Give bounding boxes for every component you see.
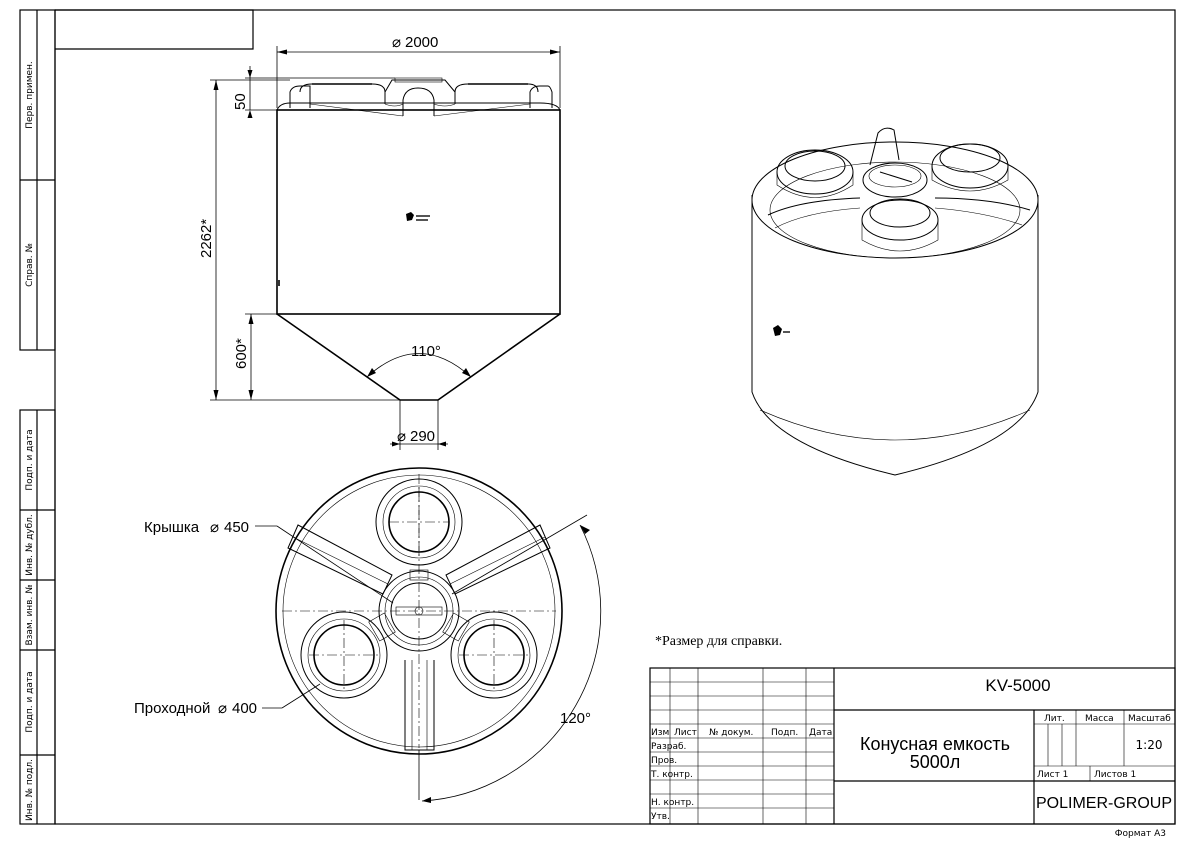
format-label: Формат A3 bbox=[1115, 829, 1166, 839]
logo-icon bbox=[406, 212, 430, 221]
tb-header-list: Лист bbox=[674, 728, 697, 738]
tb-scale-label: Масштаб bbox=[1128, 714, 1171, 724]
tb-designation: KV-5000 bbox=[985, 676, 1050, 695]
drawing-frame bbox=[19, 9, 1176, 825]
tb-name-line2: 5000л bbox=[910, 752, 961, 772]
front-view: ⌀ 2000 50 2262* 600* 110° ⌀ 290 bbox=[198, 34, 561, 450]
tb-header-izm: Изм bbox=[651, 728, 669, 738]
reference-note: *Размер для справки. bbox=[655, 634, 782, 649]
tb-header-data: Дата bbox=[809, 728, 832, 738]
tb-lit: Лит. bbox=[1044, 714, 1065, 724]
iso-hatch-left bbox=[776, 149, 854, 198]
tb-sheet: Лист 1 bbox=[1037, 770, 1068, 780]
tb-role-razrab: Разраб. bbox=[651, 742, 686, 752]
tank-body bbox=[276, 109, 561, 315]
tb-company: POLIMER-GROUP bbox=[1036, 795, 1172, 812]
dim-angle: 110° bbox=[411, 343, 441, 360]
stamp-sprav: Справ. № bbox=[25, 243, 35, 287]
stamp-vzam-inv: Взам. инв. № bbox=[25, 584, 35, 645]
stamp-inv-podl: Инв. № подл. bbox=[25, 759, 35, 821]
tb-role-nkontr: Н. контр. bbox=[651, 798, 694, 808]
plan-view: Крышка ⌀ 450 Проходной ⌀ 400 120° bbox=[134, 467, 602, 803]
dim-top: 50 bbox=[232, 93, 249, 110]
iso-hatch-front bbox=[861, 198, 939, 252]
dim-cone: 600* bbox=[233, 338, 250, 369]
pass-diameter: 400 bbox=[232, 700, 257, 717]
tank-cone bbox=[276, 313, 561, 401]
tb-role-tkontr: Т. контр. bbox=[650, 770, 693, 780]
dim-diameter: 2000 bbox=[405, 34, 438, 51]
pass-label: Проходной bbox=[134, 700, 210, 717]
tb-mass: Масса bbox=[1085, 714, 1114, 724]
tb-role-utv: Утв. bbox=[651, 812, 670, 822]
tb-sheets: Листов 1 bbox=[1094, 770, 1136, 780]
stamp-podp-data-1: Подп. и дата bbox=[25, 429, 35, 490]
tb-role-prov: Пров. bbox=[651, 756, 677, 766]
lid-diameter: 450 bbox=[224, 519, 249, 536]
tb-header-podp: Подп. bbox=[771, 728, 798, 738]
diameter-sign-icon: ⌀ bbox=[392, 34, 401, 51]
plan-angle: 120° bbox=[560, 710, 591, 727]
iso-hatch-right bbox=[931, 143, 1009, 192]
iso-logo-icon bbox=[773, 325, 790, 336]
isometric-view bbox=[751, 127, 1039, 476]
dim-outlet: 290 bbox=[410, 428, 435, 445]
stamp-podp-data-2: Подп. и дата bbox=[25, 671, 35, 732]
diameter-sign-icon: ⌀ bbox=[397, 428, 406, 445]
stamp-inv-dubl: Инв. № дубл. bbox=[25, 514, 35, 576]
side-stamp-labels: Перв. примен. Справ. № Подп. и дата Инв.… bbox=[25, 61, 35, 821]
lid-label: Крышка bbox=[144, 519, 200, 536]
tb-header-doc: № докум. bbox=[709, 728, 753, 738]
iso-hatch-center bbox=[862, 162, 928, 198]
diameter-sign-icon: ⌀ bbox=[218, 700, 227, 717]
tb-name-line1: Конусная емкость bbox=[860, 734, 1010, 754]
dim-height: 2262* bbox=[198, 219, 215, 258]
tb-scale-value: 1:20 bbox=[1136, 738, 1163, 752]
stamp-perv-primen: Перв. примен. bbox=[25, 61, 35, 129]
diameter-sign-icon: ⌀ bbox=[210, 519, 219, 536]
title-block: Изм Лист № докум. Подп. Дата Разраб. Про… bbox=[649, 667, 1176, 825]
